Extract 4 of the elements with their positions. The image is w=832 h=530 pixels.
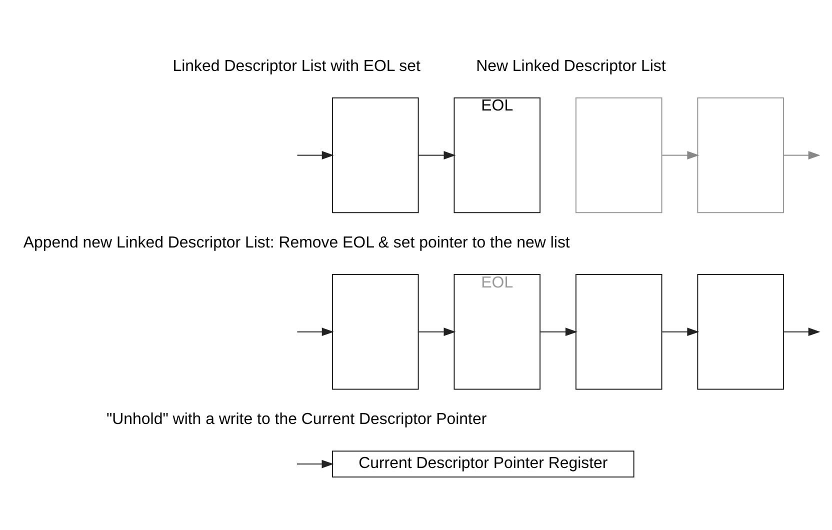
label: "Unhold" with a write to the Current Descriptor Pointer: [106, 410, 487, 428]
label: New Linked Descriptor List: [476, 57, 666, 74]
label: Append new Linked Descriptor List: Remove EOL & set pointer to the new list: [23, 234, 570, 251]
label: Linked Descriptor List with EOL set: [172, 57, 420, 74]
